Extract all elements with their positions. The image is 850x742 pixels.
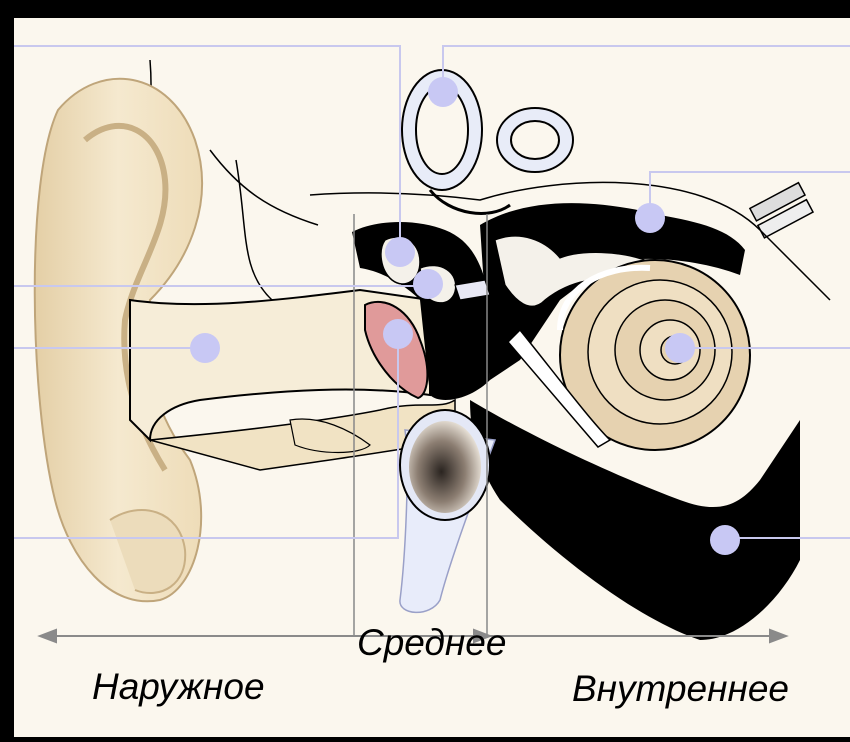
label-inner-ear: Внутреннее [572,668,789,710]
marker-vestibular-nerve [635,203,665,233]
marker-cochlea [665,333,695,363]
marker-bone [710,525,740,555]
marker-eardrum [383,319,413,349]
marker-semicircular-canal [428,77,458,107]
left-black-strip [0,0,14,737]
marker-malleus [385,237,415,267]
marker-incus [413,269,443,299]
label-outer-ear: Наружное [92,666,265,708]
label-middle-ear: Среднее [357,622,506,664]
marker-ear-canal [190,333,220,363]
